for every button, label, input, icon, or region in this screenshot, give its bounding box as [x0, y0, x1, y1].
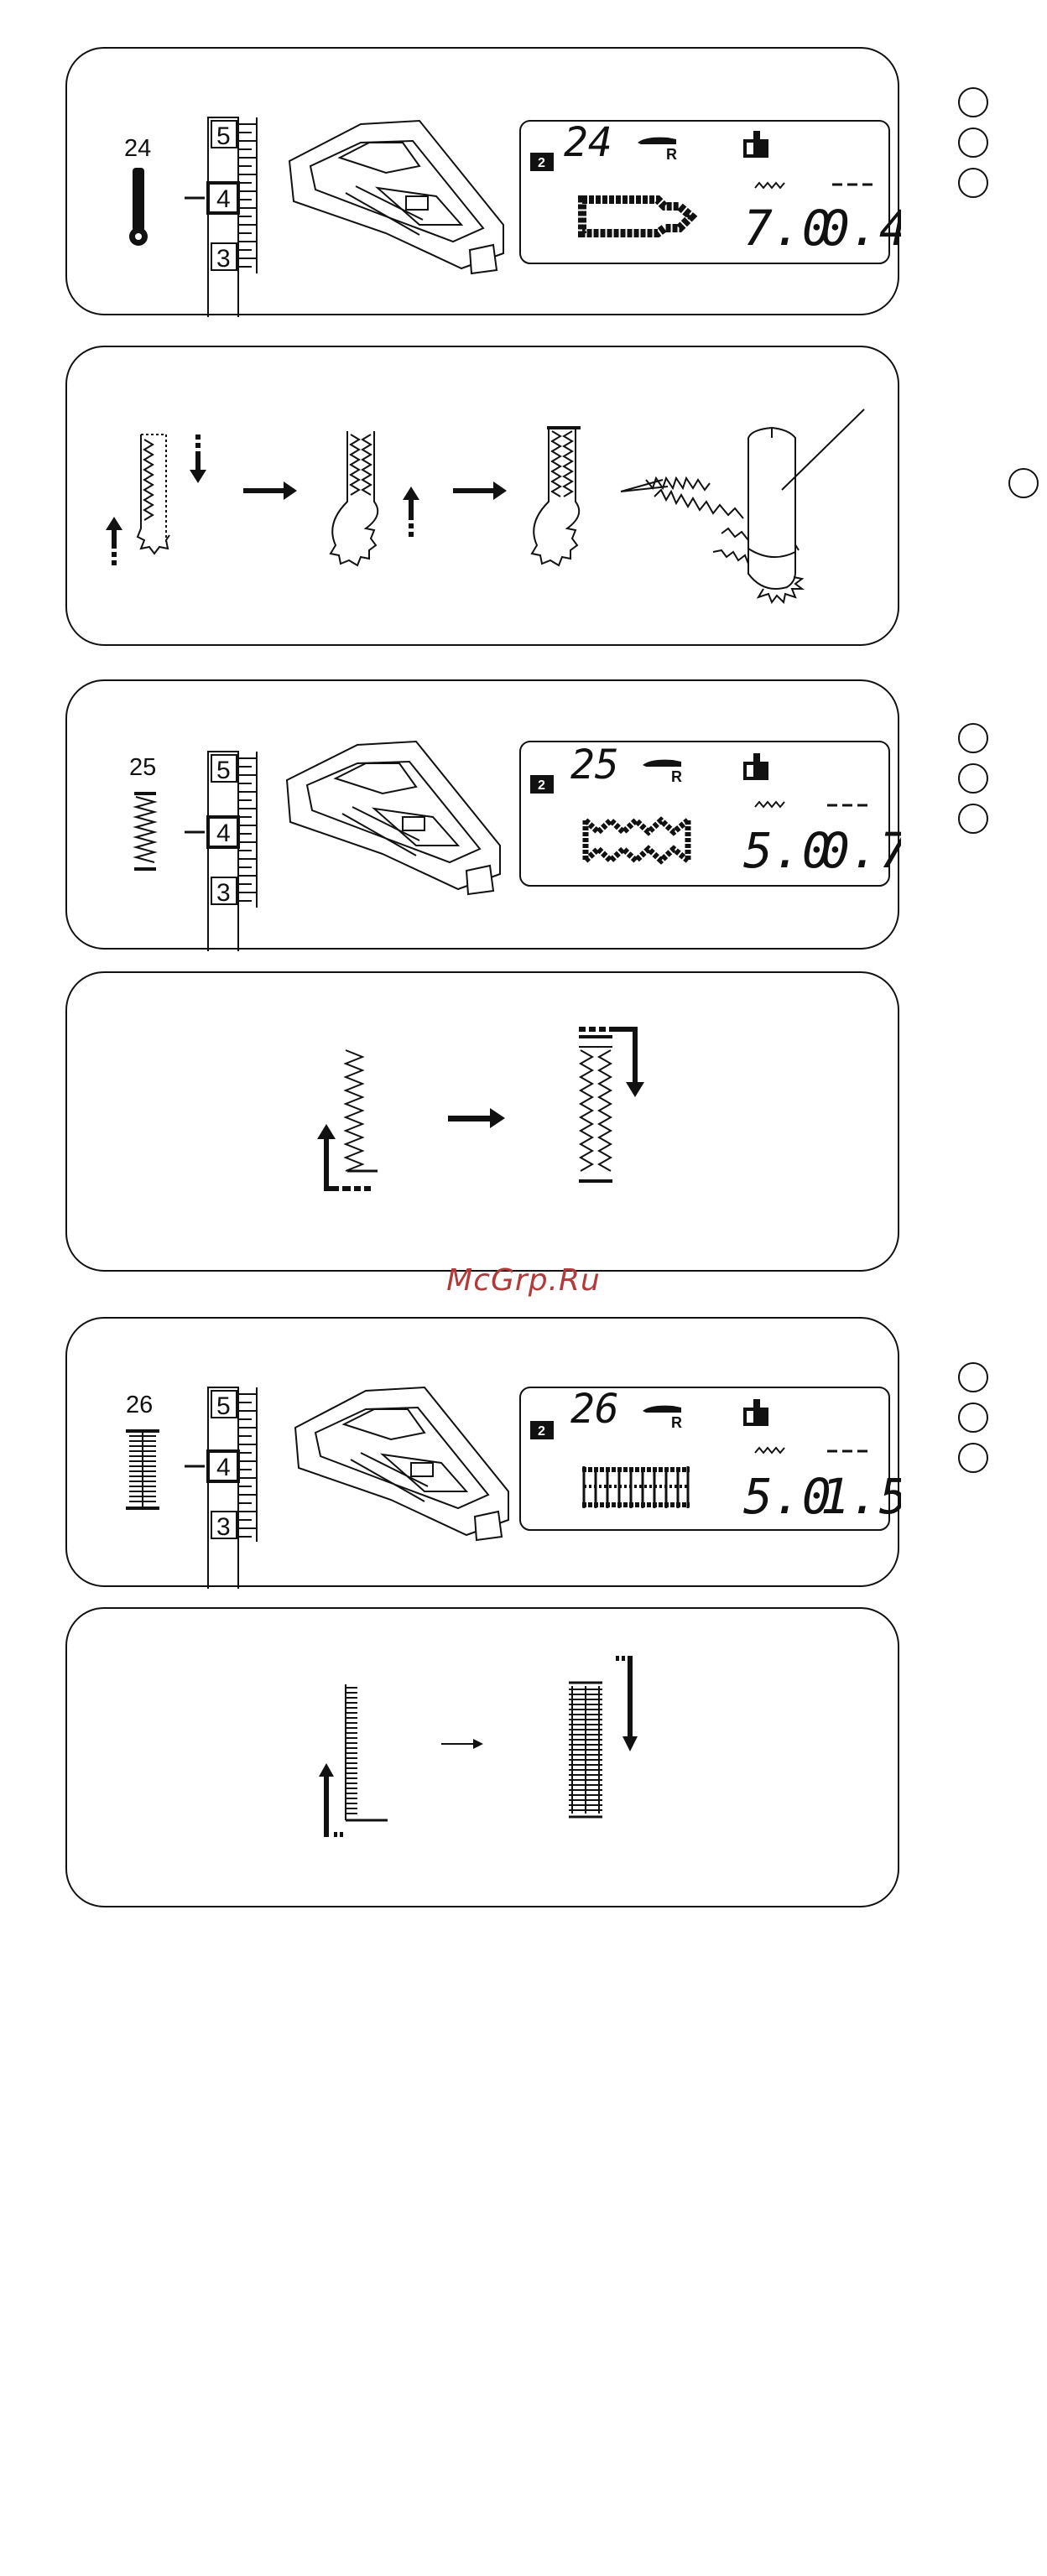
- pointer-circle-icon: [958, 723, 988, 753]
- dial-number-bottom: 3: [216, 1513, 231, 1541]
- stitch-length-dial-icon: 5 4 3: [185, 1387, 257, 1589]
- setting-panel-25: 25 5 4 3: [65, 679, 899, 950]
- keyhole-buttonhole-icon: [129, 168, 148, 246]
- cutting-illustration-icon: [621, 409, 864, 602]
- dial-number-mid: 4: [216, 1454, 231, 1481]
- sewing-sequence-panel-zigzag: [65, 971, 899, 1272]
- pointer-circle-icon: [958, 1443, 988, 1473]
- stitch-number-label: 24: [124, 135, 151, 162]
- keyhole-step-2-icon: [331, 431, 378, 565]
- lcd-pattern-number: 26: [570, 1386, 619, 1433]
- keyhole-step-1-icon: [138, 435, 169, 554]
- watermark-text: McGrp.Ru: [0, 1263, 1047, 1298]
- stitch-number-label: 25: [129, 754, 156, 781]
- panel-24-illustration: 24 5: [67, 49, 901, 317]
- lcd-display: 2 26 R: [520, 1386, 901, 1530]
- memory-badge-icon: 2: [530, 153, 554, 171]
- setting-panel-24: 24 5: [65, 47, 899, 315]
- bartack-sequence-illustration: [67, 1609, 901, 1909]
- pointer-circle-icon: [958, 1362, 988, 1392]
- direction-arrow-icon: [243, 481, 297, 500]
- stitch-length-dial-icon: 5 4 3: [185, 117, 257, 317]
- direction-arrow-icon: [448, 1108, 505, 1128]
- svg-text:R: R: [671, 1414, 682, 1431]
- direction-arrow-icon: [616, 1656, 638, 1751]
- lcd-width-value: 5.0: [743, 822, 831, 879]
- dial-number-bottom: 3: [216, 879, 231, 907]
- svg-text:2: 2: [538, 1424, 545, 1439]
- zigzag-step-2-icon: [579, 1037, 612, 1181]
- lcd-length-value: 0.4: [820, 200, 901, 257]
- pointer-circle-icon: [958, 1402, 988, 1433]
- buttonhole-foot-icon: [295, 1387, 508, 1540]
- buttonhole-foot-icon: [287, 742, 500, 894]
- stitch-number-label: 26: [126, 1392, 153, 1418]
- direction-arrow-icon: [403, 481, 507, 537]
- pointer-circle-icon: [958, 168, 988, 198]
- pointer-circle-icon: [958, 763, 988, 794]
- bartack-step-1-icon: [346, 1684, 388, 1820]
- svg-text:R: R: [671, 768, 682, 785]
- zigzag-sequence-illustration: [67, 973, 901, 1273]
- lcd-display: 2 25 R 5.0 0.7: [520, 742, 901, 886]
- dial-number-mid: 4: [216, 820, 231, 847]
- dial-number-mid: 4: [216, 185, 231, 213]
- buttonhole-foot-icon: [289, 121, 503, 273]
- zigzag-step-1-icon: [346, 1050, 378, 1171]
- pointer-circle-icon: [958, 127, 988, 158]
- lcd-length-value: 0.7: [820, 822, 901, 879]
- keyhole-sequence-illustration: [67, 347, 901, 648]
- lcd-length-value: 1.5: [820, 1468, 901, 1525]
- bartack-buttonhole-icon: [126, 1431, 159, 1508]
- lcd-pattern-number: 24: [564, 119, 612, 166]
- svg-text:2: 2: [538, 156, 545, 170]
- svg-text:2: 2: [538, 778, 545, 793]
- lcd-pattern-number: 25: [570, 742, 619, 788]
- pointer-circle-icon: [1008, 468, 1039, 498]
- pointer-circle-icon: [958, 87, 988, 117]
- dial-number-top: 5: [216, 122, 231, 150]
- direction-arrow-icon: [319, 1763, 343, 1837]
- lcd-width-value: 7.0: [743, 200, 831, 257]
- dial-number-bottom: 3: [216, 245, 231, 273]
- lcd-width-value: 5.0: [743, 1468, 831, 1525]
- memory-badge-icon: 2: [530, 775, 554, 794]
- sewing-sequence-panel-bartack: [65, 1607, 899, 1907]
- direction-arrow-icon: [106, 435, 206, 565]
- zigzag-buttonhole-icon: [134, 794, 156, 869]
- sewing-sequence-panel-keyhole: [65, 346, 899, 646]
- setting-panel-26: 26: [65, 1317, 899, 1587]
- direction-arrow-icon: [441, 1739, 483, 1749]
- lcd-display: 2 24 R 7.0 0.4: [520, 119, 901, 263]
- stitch-length-dial-icon: 5 4 3: [185, 752, 257, 951]
- pointer-circle-icon: [958, 804, 988, 834]
- panel-25-illustration: 25 5 4 3: [67, 681, 901, 951]
- dial-number-top: 5: [216, 757, 231, 784]
- svg-text:R: R: [666, 146, 677, 163]
- dial-number-top: 5: [216, 1392, 231, 1420]
- bartack-step-2-icon: [569, 1683, 602, 1817]
- panel-26-illustration: 26: [67, 1319, 901, 1589]
- memory-badge-icon: 2: [530, 1421, 554, 1439]
- keyhole-step-3-icon: [532, 428, 581, 565]
